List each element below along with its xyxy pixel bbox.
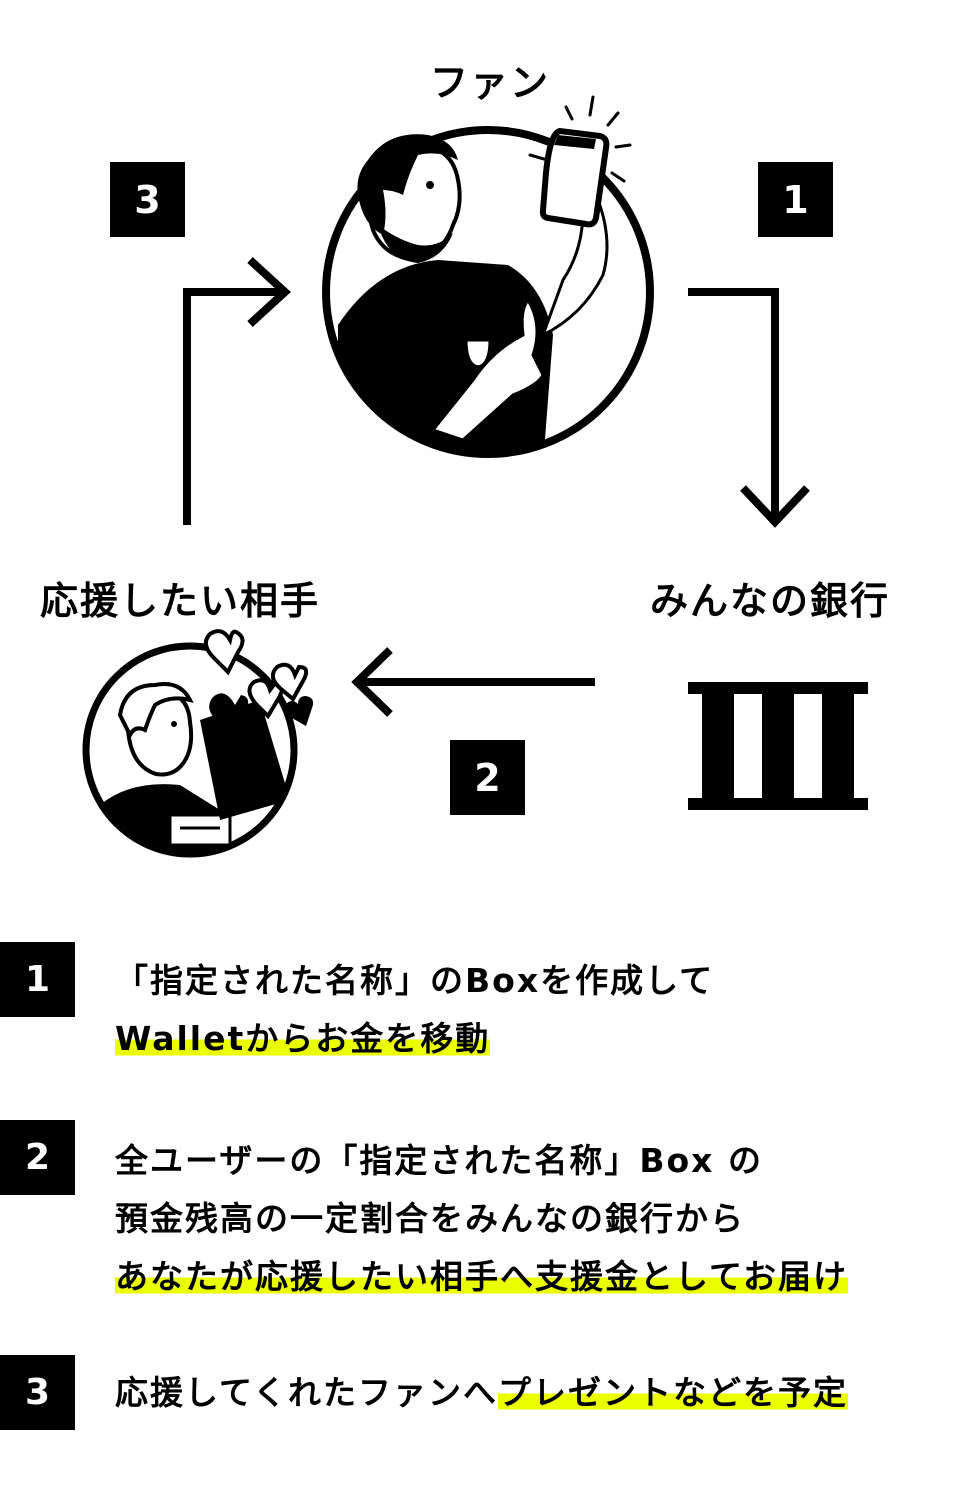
step-3-line-1-plain: 応援してくれたファンへ xyxy=(115,1373,499,1412)
step-1-line-2: Walletからお金を移動 xyxy=(115,1019,491,1058)
flow-badge-2: 2 xyxy=(450,740,525,815)
step-2-line-1: 全ユーザーの「指定された名称」Box の xyxy=(115,1141,763,1180)
fan-illustration xyxy=(322,95,654,458)
arrow-target-to-fan xyxy=(183,257,291,525)
step-2-line-3-wrap: あなたが応援したい相手へ支援金としてお届け xyxy=(115,1248,849,1306)
target-label: 応援したい相手 xyxy=(40,579,321,623)
step-2-badge: 2 xyxy=(0,1120,75,1195)
step-1-badge: 1 xyxy=(0,942,75,1017)
step-3-line-1-highlight: プレゼントなどを予定 xyxy=(498,1373,849,1412)
flow-badge-3: 3 xyxy=(110,162,185,237)
arrow-fan-to-bank xyxy=(688,288,810,528)
target-illustration xyxy=(82,629,314,858)
step-3-badge: 3 xyxy=(0,1355,75,1430)
bank-icon xyxy=(688,682,868,810)
step-3-line-1: 応援してくれたファンへプレゼントなどを予定 xyxy=(115,1364,849,1422)
step-1-line-2-wrap: Walletからお金を移動 xyxy=(115,1010,714,1068)
step-2-text: 全ユーザーの「指定された名称」Box の 預金残高の一定割合をみんなの銀行から … xyxy=(115,1132,849,1306)
step-3-text: 応援してくれたファンへプレゼントなどを予定 xyxy=(115,1364,849,1422)
fan-label: ファン xyxy=(430,61,551,105)
arrow-bank-to-target xyxy=(351,647,595,717)
step-2-line-3: あなたが応援したい相手へ支援金としてお届け xyxy=(115,1257,849,1296)
flow-badge-1: 1 xyxy=(758,162,833,237)
step-1-line-1: 「指定された名称」のBoxを作成して xyxy=(115,961,715,1000)
bank-label: みんなの銀行 xyxy=(650,579,891,623)
step-1-text: 「指定された名称」のBoxを作成して Walletからお金を移動 xyxy=(115,952,714,1068)
step-2-line-2: 預金残高の一定割合をみんなの銀行から xyxy=(115,1199,745,1238)
